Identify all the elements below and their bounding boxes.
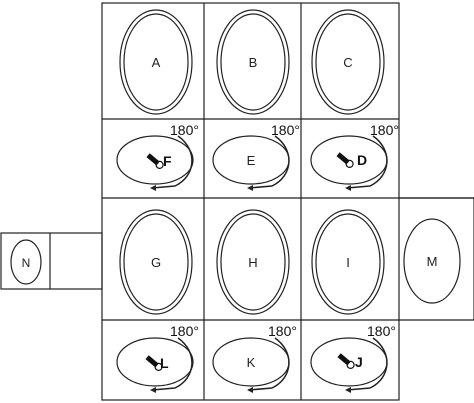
panel-N: N [10,239,42,285]
panel-label-G: G [151,255,161,270]
rotation-arrow [248,337,290,391]
panel-label-I: I [346,255,350,270]
stamp-icon [145,355,163,371]
panel-G: G [119,209,193,315]
panel-K: 180° K [212,323,297,393]
arrowhead-icon [150,387,156,393]
arrowhead-icon [150,185,156,191]
arrowhead-icon [247,185,253,191]
arrowhead-icon [247,387,253,393]
rotation-arrow [346,337,388,391]
panel-label-B: B [249,55,258,70]
rotation-arrow [151,337,193,391]
panel-label-A: A [152,55,161,70]
panel-label-H: H [248,255,257,270]
panel-label-K: K [247,355,256,370]
panel-B: B [216,9,290,115]
rotation-arrow [248,135,290,189]
panel-A: A [119,9,193,115]
panel-label-E: E [247,153,256,168]
rotation-arrow [151,135,193,189]
panel-H: H [216,209,290,315]
panel-E: 180° E [212,122,300,191]
panel-F: 180° F [116,122,199,191]
panel-I: I [311,209,385,315]
panel-J: 180° J [310,323,396,393]
panel-label-N: N [22,256,31,270]
arrowhead-icon [345,387,351,393]
stamp-icon [337,353,355,369]
panel-label-L: L [160,355,169,371]
angle-label: 180° [271,122,300,138]
panel-label-D: D [357,152,367,168]
panel-M: M [403,218,461,304]
rotation-arrow [346,135,388,189]
panel-label-F: F [163,153,172,169]
panel-label-J: J [355,354,363,370]
angle-label: 180° [367,323,396,339]
angle-label: 180° [170,122,199,138]
arrowhead-icon [345,185,351,191]
panel-D: 180° D [310,122,399,191]
panel-L: 180° L [116,323,199,393]
stamp-icon [146,153,164,169]
panel-label-C: C [343,55,352,70]
stamp-icon [336,152,354,168]
panel-label-M: M [427,254,438,269]
panel-C: C [311,9,385,115]
angle-label: 180° [268,323,297,339]
angle-label: 180° [170,323,199,339]
angle-label: 180° [370,122,399,138]
